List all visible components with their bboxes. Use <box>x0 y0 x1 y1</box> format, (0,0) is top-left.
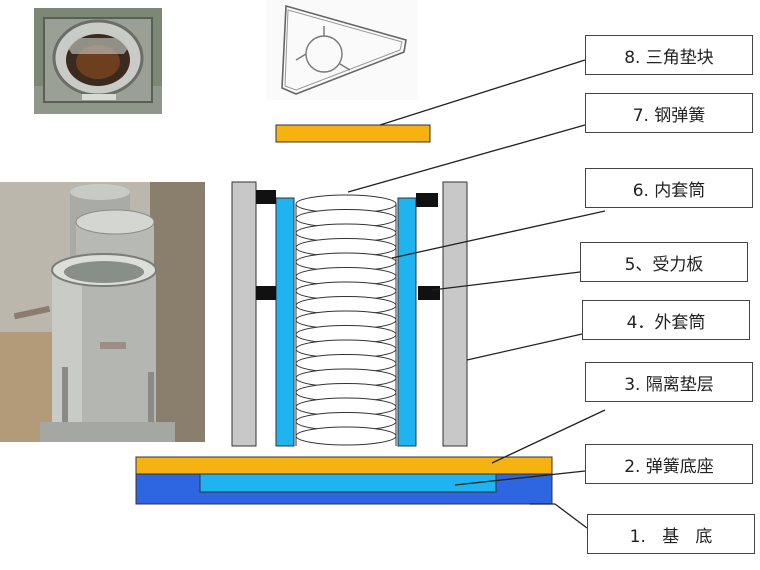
label-isolation-pad: 3. 隔离垫层 <box>585 362 753 402</box>
leader-inner-sleeve <box>391 210 606 259</box>
sleeve-assembly-photo <box>0 182 205 442</box>
spring-coil <box>295 426 397 446</box>
triangle-block-sketch <box>266 0 418 100</box>
label-foundation: 1. 基 底 <box>587 514 755 554</box>
leader-steel-spring <box>347 124 586 193</box>
label-load-plate: 5、受力板 <box>580 242 748 282</box>
leader-outer-sleeve <box>466 333 583 361</box>
load-plate-right-mid <box>418 286 440 300</box>
label-triangle-block: 8. 三角垫块 <box>585 35 753 75</box>
label-outer-sleeve: 4．外套筒 <box>582 300 750 340</box>
leader-foundation <box>530 503 588 529</box>
spring-base-part <box>199 473 497 493</box>
load-plate-right-top <box>416 193 438 207</box>
triangle-block-part <box>275 124 431 143</box>
leader-lines <box>347 59 606 529</box>
leader-spring-base <box>454 470 586 486</box>
load-plate-left-top <box>256 190 276 204</box>
outer-sleeve-left <box>231 181 257 447</box>
label-spring-base: 2. 弹簧底座 <box>585 444 753 484</box>
leader-isolation-pad <box>491 409 606 464</box>
load-plate-left-mid <box>256 286 276 300</box>
inner-sleeve-right <box>397 197 417 447</box>
label-steel-spring: 7. 钢弹簧 <box>585 93 753 133</box>
inner-sleeve-left <box>275 197 295 447</box>
leader-load-plate <box>431 271 581 291</box>
steel-spring-part <box>295 194 397 446</box>
outer-sleeve-right <box>442 181 468 447</box>
label-inner-sleeve: 6. 内套筒 <box>585 168 753 208</box>
leader-triangle-block <box>379 59 586 126</box>
installed-bearing-photo <box>34 8 162 114</box>
isolation-pad-part <box>135 456 553 475</box>
